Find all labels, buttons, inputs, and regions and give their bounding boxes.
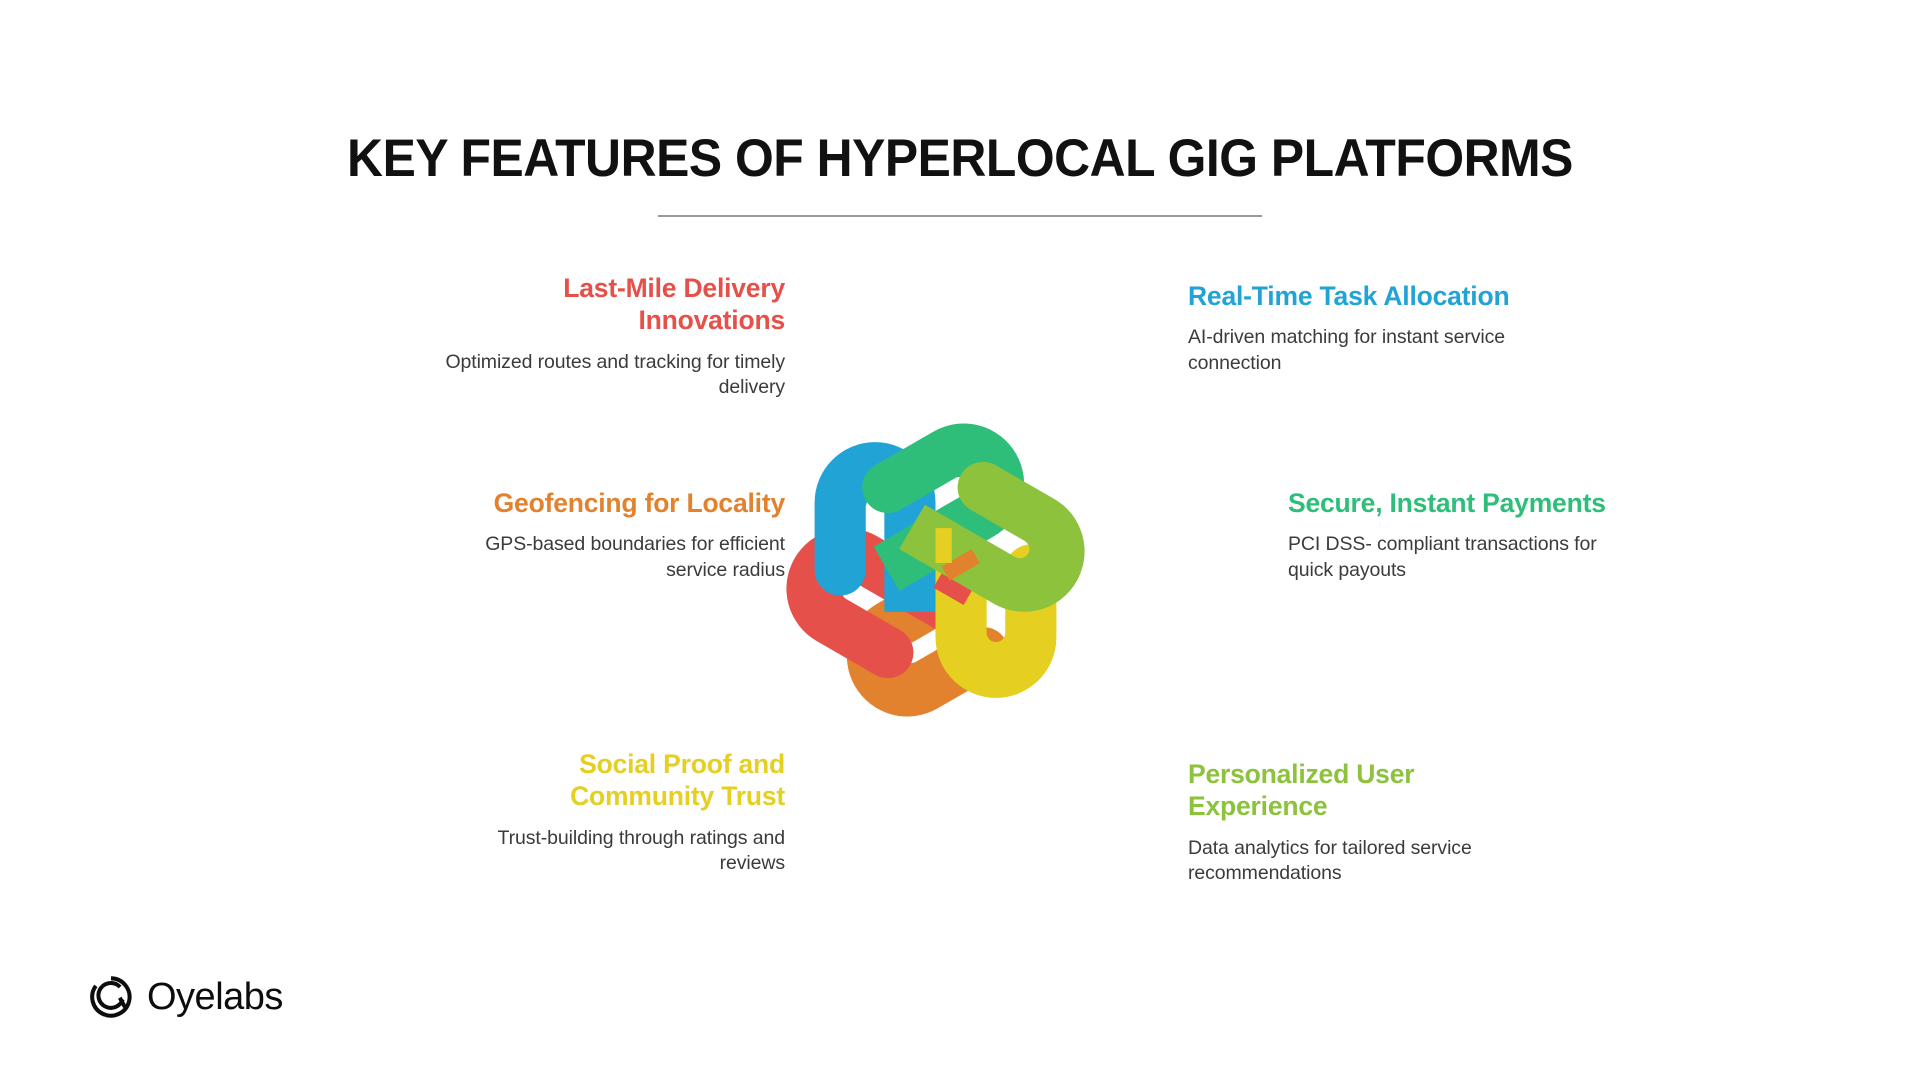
feature-description: PCI DSS- compliant transactions for quic… [1288, 533, 1597, 582]
feature-description: AI-driven matching for instant service c… [1188, 326, 1505, 375]
feature-description: Optimized routes and tracking for timely… [445, 350, 785, 399]
page-header: KEY FEATURES OF HYPERLOCAL GIG PLATFORMS [0, 128, 1920, 217]
interwoven-six-petal-flower-graphic [703, 320, 1168, 820]
feature-last-mile-delivery-innovations: Last-Mile Delivery Innovations Optimized… [435, 272, 785, 401]
brand-logo: Oyelabs [88, 974, 283, 1020]
feature-secure-instant-payments: Secure, Instant Payments PCI DSS- compli… [1288, 487, 1638, 584]
petal-lightgreen [899, 461, 1085, 612]
brand-name: Oyelabs [147, 976, 283, 1018]
feature-title: Secure, Instant Payments [1288, 488, 1606, 518]
feature-real-time-task-allocation: Real-Time Task Allocation AI-driven matc… [1188, 280, 1538, 377]
feature-geofencing-for-locality: Geofencing for Locality GPS-based bounda… [435, 487, 785, 584]
oyelabs-spiral-logo-icon [90, 976, 132, 1018]
feature-title: Personalized User Experience [1188, 759, 1415, 822]
feature-social-proof-and-community-trust: Social Proof and Community Trust Trust-b… [435, 748, 786, 877]
feature-description: Data analytics for tailored service reco… [1188, 836, 1472, 885]
feature-description: Trust-building through ratings and revie… [497, 826, 786, 875]
feature-title: Social Proof and Community Trust [570, 749, 785, 812]
title-divider [658, 215, 1262, 217]
feature-title: Last-Mile Delivery Innovations [563, 273, 785, 336]
feature-title: Geofencing for Locality [493, 488, 786, 518]
feature-personalized-user-experience: Personalized User Experience Data analyt… [1188, 758, 1538, 887]
page-title: KEY FEATURES OF HYPERLOCAL GIG PLATFORMS [347, 129, 1573, 188]
feature-description: GPS-based boundaries for efficient servi… [485, 533, 785, 582]
feature-title: Real-Time Task Allocation [1188, 281, 1510, 311]
